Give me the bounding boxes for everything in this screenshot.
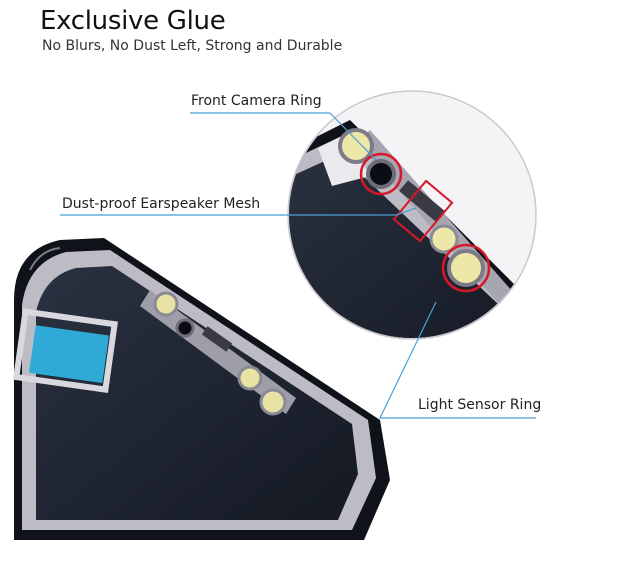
protective-film <box>29 325 109 384</box>
lcd-screen-assembly <box>12 238 390 540</box>
light-sensor-highlight <box>441 243 491 293</box>
front-camera-highlight <box>359 152 403 196</box>
callout-earspeaker-mesh: Dust-proof Earspeaker Mesh <box>62 196 261 212</box>
callout-line-mesh <box>60 207 417 216</box>
callout-line-sensor <box>379 301 536 419</box>
sensor-ring <box>259 388 287 416</box>
earspeaker-mesh <box>201 326 233 352</box>
callout-lines <box>60 112 536 419</box>
mesh-highlight <box>392 179 454 243</box>
callout-light-sensor: Light Sensor Ring <box>418 397 542 413</box>
camera-ring <box>153 291 179 317</box>
camera-lens <box>175 318 195 338</box>
callout-line-camera <box>190 112 377 161</box>
page-title: Exclusive Glue <box>40 6 226 36</box>
callout-front-camera: Front Camera Ring <box>191 93 322 109</box>
page-subtitle: No Blurs, No Dust Left, Strong and Durab… <box>42 38 343 54</box>
notch-components <box>140 290 296 416</box>
zoom-detail-circle <box>287 90 537 340</box>
